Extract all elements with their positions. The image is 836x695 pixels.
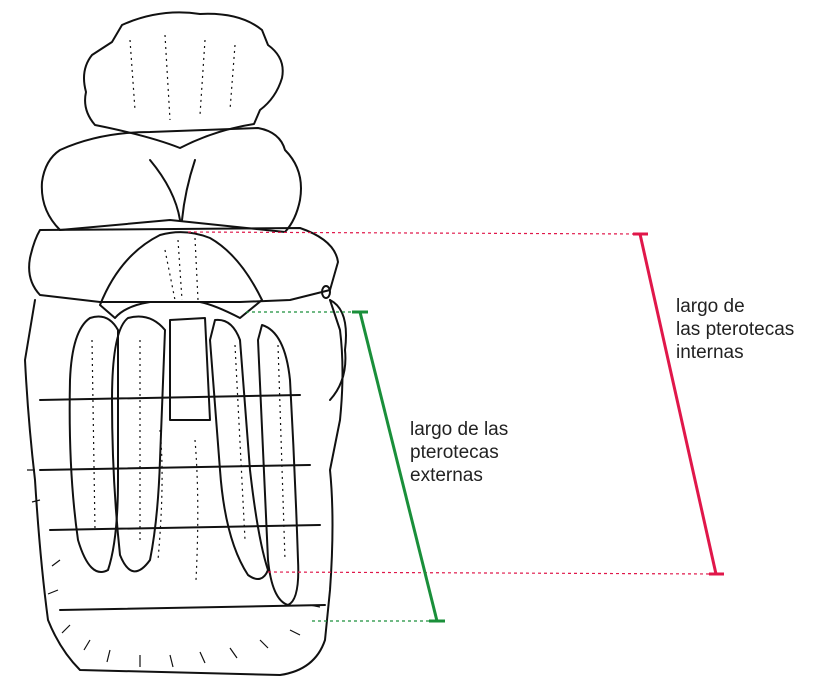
inner-label-line-2: las pterotecas bbox=[676, 318, 794, 341]
outer-wing-pad-left bbox=[70, 317, 118, 573]
inner-pterothecae-measure bbox=[188, 232, 724, 574]
pronotum-divide bbox=[150, 160, 195, 220]
median-plate bbox=[170, 318, 210, 420]
inner-pterothecae-label: largo de las pterotecas internas bbox=[676, 295, 794, 364]
abdomen-segment-2 bbox=[40, 465, 310, 470]
mesothorax bbox=[29, 228, 338, 302]
abdomen-segment-4 bbox=[60, 605, 325, 610]
inner-top-guide bbox=[188, 232, 640, 234]
outer-label-line-2: pterotecas bbox=[410, 441, 508, 464]
inner-length-bar bbox=[640, 234, 716, 574]
drawing-hairs bbox=[27, 470, 320, 667]
larva-drawing bbox=[25, 12, 346, 675]
abdomen-segment-3 bbox=[50, 525, 320, 530]
outer-label-line-3: externas bbox=[410, 464, 508, 487]
inner-label-line-3: internas bbox=[676, 341, 794, 364]
outer-pterothecae-label: largo de las pterotecas externas bbox=[410, 418, 508, 487]
inner-label-line-1: largo de bbox=[676, 295, 794, 318]
inner-bottom-guide bbox=[268, 572, 716, 574]
outer-label-line-1: largo de las bbox=[410, 418, 508, 441]
lateral-lobe-right bbox=[330, 300, 346, 400]
inner-wing-pad-left bbox=[112, 317, 165, 572]
metanotum bbox=[100, 232, 262, 318]
pronotum bbox=[42, 128, 301, 232]
